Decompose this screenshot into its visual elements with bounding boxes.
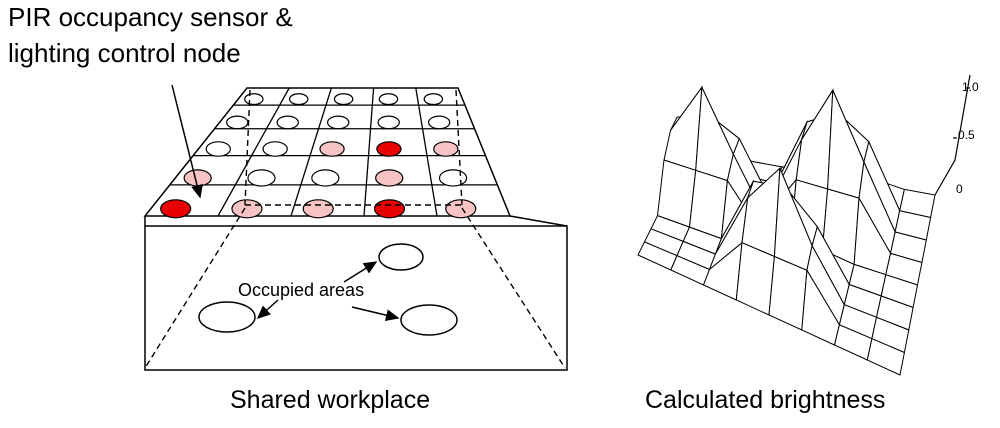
sensor-node bbox=[302, 199, 334, 219]
occupied-areas-label: Occupied areas bbox=[238, 280, 365, 300]
calculated-brightness-caption: Calculated brightness bbox=[645, 386, 886, 414]
sensor-node bbox=[288, 93, 309, 106]
z-tick-0-5: 0.5 bbox=[958, 128, 975, 142]
projection-line bbox=[244, 89, 251, 206]
projection-line bbox=[144, 207, 246, 369]
sensor-node bbox=[326, 115, 350, 130]
grid-column-line bbox=[363, 87, 375, 217]
arrow-to-right-area bbox=[351, 306, 400, 322]
z-tick-0: 0 bbox=[956, 182, 963, 196]
grid-column-line bbox=[290, 87, 333, 217]
sensor-node bbox=[445, 199, 477, 219]
sensor-node bbox=[423, 93, 444, 106]
occupied-area-left bbox=[198, 301, 256, 333]
occupied-area-top bbox=[378, 243, 424, 271]
sensor-node bbox=[373, 199, 406, 219]
workplace-room bbox=[143, 87, 568, 371]
sensor-node bbox=[319, 141, 345, 157]
sensor-node bbox=[378, 93, 399, 106]
sensor-node bbox=[375, 169, 404, 187]
sensor-node bbox=[376, 141, 402, 157]
surface-facet bbox=[688, 169, 728, 240]
surface-facet bbox=[735, 241, 775, 316]
room-edge-right bbox=[509, 215, 568, 227]
sensor-node bbox=[311, 169, 340, 187]
sensor-pointer-arrow bbox=[171, 84, 203, 199]
grid-column-line bbox=[217, 87, 290, 217]
arrow-to-left-area bbox=[256, 299, 279, 320]
sensor-node bbox=[276, 115, 299, 130]
sensor-node bbox=[438, 169, 468, 187]
arrows bbox=[171, 84, 400, 322]
z-tick-1: 1.0 bbox=[962, 80, 979, 94]
room-box bbox=[144, 225, 568, 371]
surface-facet bbox=[866, 338, 905, 376]
sensor-node bbox=[433, 141, 459, 157]
sensor-node bbox=[205, 141, 231, 157]
sensor-node bbox=[262, 141, 288, 157]
z-axis-line bbox=[934, 74, 971, 196]
sensor-node bbox=[160, 199, 192, 219]
ceiling-grid bbox=[169, 87, 498, 217]
sensor-node bbox=[377, 115, 400, 130]
arrow-to-top-area bbox=[343, 261, 378, 283]
grid-column-line bbox=[415, 87, 438, 217]
shared-workplace-caption: Shared workplace bbox=[230, 386, 431, 414]
sensor-node bbox=[244, 93, 264, 106]
sensor-node bbox=[231, 199, 263, 219]
occupied-areas bbox=[198, 243, 458, 336]
sensor-label-line-2: lighting control node bbox=[8, 38, 241, 68]
brightness-surface bbox=[637, 85, 936, 376]
sensor-node bbox=[333, 93, 354, 106]
projection-line bbox=[455, 89, 463, 206]
surface-facet bbox=[656, 159, 697, 228]
sensor-label-line-1: PIR occupancy sensor & bbox=[8, 2, 293, 32]
sensor-node bbox=[427, 115, 451, 130]
sensor-node bbox=[183, 169, 212, 187]
sensor-node bbox=[247, 169, 276, 187]
occupied-area-right bbox=[400, 304, 458, 336]
surface-facet bbox=[795, 88, 834, 190]
brightness-axis bbox=[934, 74, 971, 196]
surface-facet bbox=[768, 255, 808, 331]
projection-line bbox=[461, 207, 566, 369]
projection-lines bbox=[144, 89, 566, 369]
sensor-node bbox=[226, 115, 249, 130]
